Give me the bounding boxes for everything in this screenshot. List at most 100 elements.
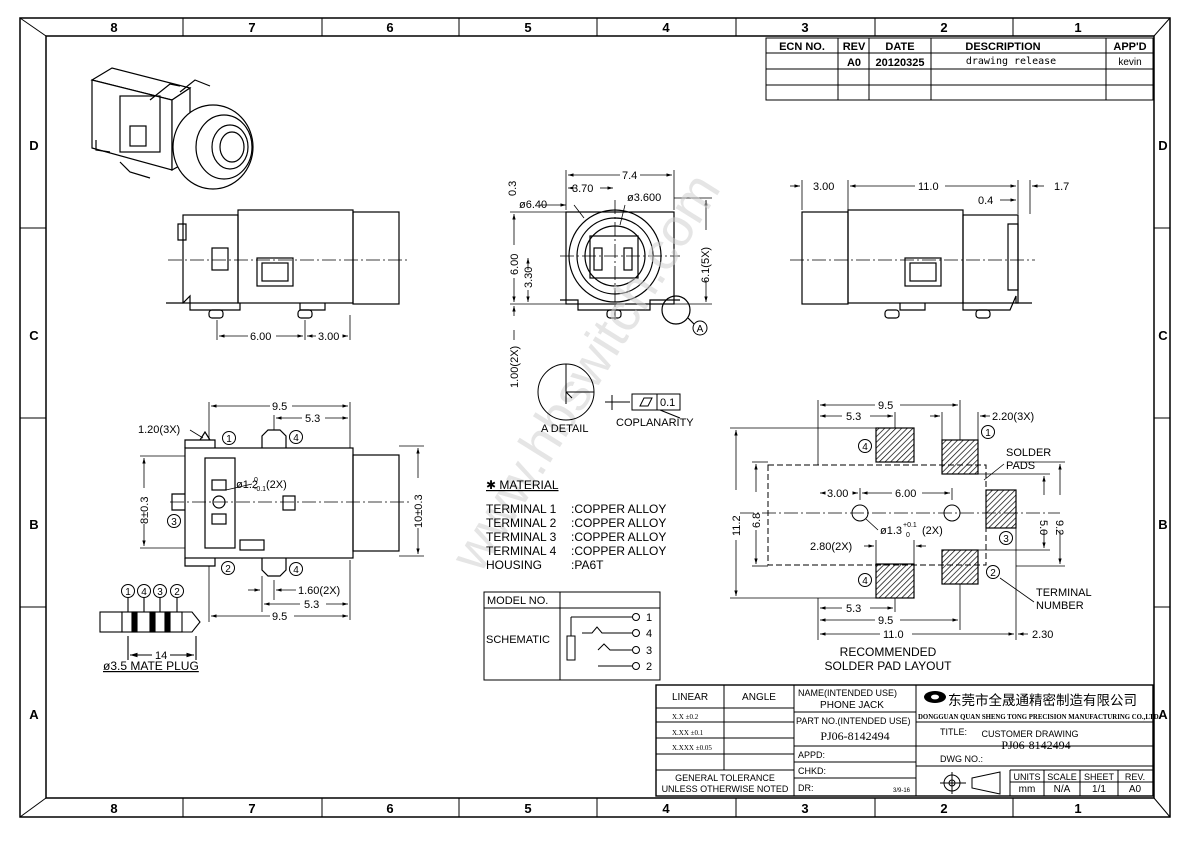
svg-text:DR:: DR: <box>798 783 814 793</box>
svg-text:1.7: 1.7 <box>1054 181 1069 193</box>
svg-text:5: 5 <box>524 20 531 35</box>
svg-text::COPPER ALLOY: :COPPER ALLOY <box>571 516 666 530</box>
svg-text:DESCRIPTION: DESCRIPTION <box>965 41 1040 53</box>
svg-text:14: 14 <box>155 650 167 662</box>
svg-text:TERMINAL 3: TERMINAL 3 <box>486 530 557 544</box>
svg-text:4: 4 <box>141 587 147 598</box>
svg-text:2.20(3X): 2.20(3X) <box>992 411 1034 423</box>
svg-text:A: A <box>1158 707 1168 722</box>
svg-text:X.XXX ±0.05: X.XXX ±0.05 <box>672 744 712 752</box>
svg-text:ø3.600: ø3.600 <box>627 192 661 204</box>
side-view-right-dims <box>790 180 1044 214</box>
svg-text:8: 8 <box>110 20 117 35</box>
svg-text:9.5: 9.5 <box>272 401 287 413</box>
svg-text:3/9-16: 3/9-16 <box>893 788 911 794</box>
svg-text:UNITS: UNITS <box>1014 772 1041 782</box>
svg-text:N/A: N/A <box>1054 784 1071 795</box>
svg-text:X.X ±0.2: X.X ±0.2 <box>672 713 699 721</box>
svg-text:6: 6 <box>386 801 393 816</box>
mate-plug <box>99 598 201 660</box>
svg-text:1: 1 <box>226 434 232 445</box>
svg-text::COPPER ALLOY: :COPPER ALLOY <box>571 544 666 558</box>
svg-text:2: 2 <box>990 568 996 579</box>
svg-text:C: C <box>1158 328 1168 343</box>
svg-text:MODEL NO.: MODEL NO. <box>487 595 548 607</box>
svg-text:PJ06-8142494: PJ06-8142494 <box>1001 738 1070 752</box>
svg-text:8: 8 <box>110 801 117 816</box>
front-view-dims <box>510 170 712 340</box>
svg-text:0: 0 <box>254 477 258 484</box>
svg-text:6.8: 6.8 <box>751 513 763 528</box>
svg-text:TERMINAL: TERMINAL <box>1036 587 1092 599</box>
svg-text:TERMINAL 4: TERMINAL 4 <box>486 544 557 558</box>
side-view-left-dims <box>216 315 351 340</box>
svg-text:6: 6 <box>386 20 393 35</box>
svg-text:4: 4 <box>293 433 299 444</box>
svg-text:✱ MATERIAL: ✱ MATERIAL <box>486 478 559 492</box>
svg-text::COPPER ALLOY: :COPPER ALLOY <box>571 502 666 516</box>
svg-text:2: 2 <box>225 564 231 575</box>
svg-text:9.5: 9.5 <box>878 400 893 412</box>
svg-text:PHONE JACK: PHONE JACK <box>820 700 884 711</box>
sheet-border <box>19 17 1171 818</box>
svg-text:ø6.40: ø6.40 <box>519 199 547 211</box>
svg-text:1: 1 <box>1074 801 1081 816</box>
svg-text:REV.: REV. <box>1125 772 1145 782</box>
svg-text:5.0: 5.0 <box>1037 520 1049 535</box>
svg-text:GENERAL TOLERANCE: GENERAL TOLERANCE <box>675 773 775 783</box>
company-name-cn: 东莞市全晟通精密制造有限公司 <box>948 692 1137 708</box>
svg-text:3.70: 3.70 <box>572 183 593 195</box>
svg-text:3: 3 <box>801 20 808 35</box>
plug-callouts: 1 4 3 2 <box>121 584 184 598</box>
svg-text:8±0.3: 8±0.3 <box>139 497 151 524</box>
svg-text:1: 1 <box>646 612 652 624</box>
border-row-labels: D C B A D C B A <box>29 138 1168 722</box>
revision-table: ECN NO. REV DATE DESCRIPTION APP'D A0 20… <box>765 37 1154 101</box>
svg-text:-0.1: -0.1 <box>254 486 266 493</box>
svg-text:5.3: 5.3 <box>304 599 319 611</box>
svg-text:0.4: 0.4 <box>978 195 993 207</box>
plug-label: ø3.5 MATE PLUG <box>103 659 199 673</box>
solder-pad-layout <box>740 427 1060 599</box>
svg-text:5.3: 5.3 <box>305 413 320 425</box>
svg-text:4: 4 <box>862 442 868 453</box>
svg-text:2: 2 <box>940 801 947 816</box>
svg-text:PART NO.(INTENDED USE): PART NO.(INTENDED USE) <box>796 716 911 726</box>
svg-text:ø1.2: ø1.2 <box>236 479 258 491</box>
svg-text:2.30: 2.30 <box>1032 629 1053 641</box>
svg-text:RECOMMENDED: RECOMMENDED <box>840 645 937 659</box>
detail-callout-a: A <box>692 320 708 336</box>
svg-text:2: 2 <box>174 587 180 598</box>
svg-text:3: 3 <box>801 801 808 816</box>
svg-text:0.1: 0.1 <box>660 397 675 409</box>
svg-text:5: 5 <box>524 801 531 816</box>
company-name-en: DONGGUAN QUAN SHENG TONG PRECISION MANUF… <box>918 714 1159 721</box>
svg-text:ANGLE: ANGLE <box>742 692 776 703</box>
svg-text:TITLE:: TITLE: <box>940 727 967 737</box>
pad-callouts: 4 1 3 4 2 <box>858 425 1013 587</box>
svg-text:SCALE: SCALE <box>1047 772 1077 782</box>
svg-text:9.5: 9.5 <box>878 615 893 627</box>
svg-text:2: 2 <box>646 661 652 673</box>
svg-text:10±0.3: 10±0.3 <box>413 494 425 528</box>
svg-text:(2X): (2X) <box>922 525 943 537</box>
svg-text:1.60(2X): 1.60(2X) <box>298 585 340 597</box>
svg-text:4: 4 <box>662 20 670 35</box>
svg-text:SCHEMATIC: SCHEMATIC <box>486 634 550 646</box>
svg-text:4: 4 <box>662 801 670 816</box>
svg-text:+0.1: +0.1 <box>903 522 917 529</box>
svg-text:4: 4 <box>862 576 868 587</box>
svg-text:20120325: 20120325 <box>876 57 925 69</box>
svg-text:9.2: 9.2 <box>1053 520 1065 535</box>
front-view <box>560 200 695 325</box>
solder-pad-dims <box>730 400 1065 640</box>
svg-text:3.00: 3.00 <box>827 488 848 500</box>
svg-text:1: 1 <box>125 587 131 598</box>
isometric-view <box>90 67 254 190</box>
svg-text:(2X): (2X) <box>266 479 287 491</box>
svg-text:ø1.3: ø1.3 <box>880 525 902 537</box>
svg-text:3.00: 3.00 <box>813 181 834 193</box>
title-block <box>655 684 1154 797</box>
svg-text:kevin: kevin <box>1118 57 1141 68</box>
svg-text:B: B <box>1158 517 1167 532</box>
